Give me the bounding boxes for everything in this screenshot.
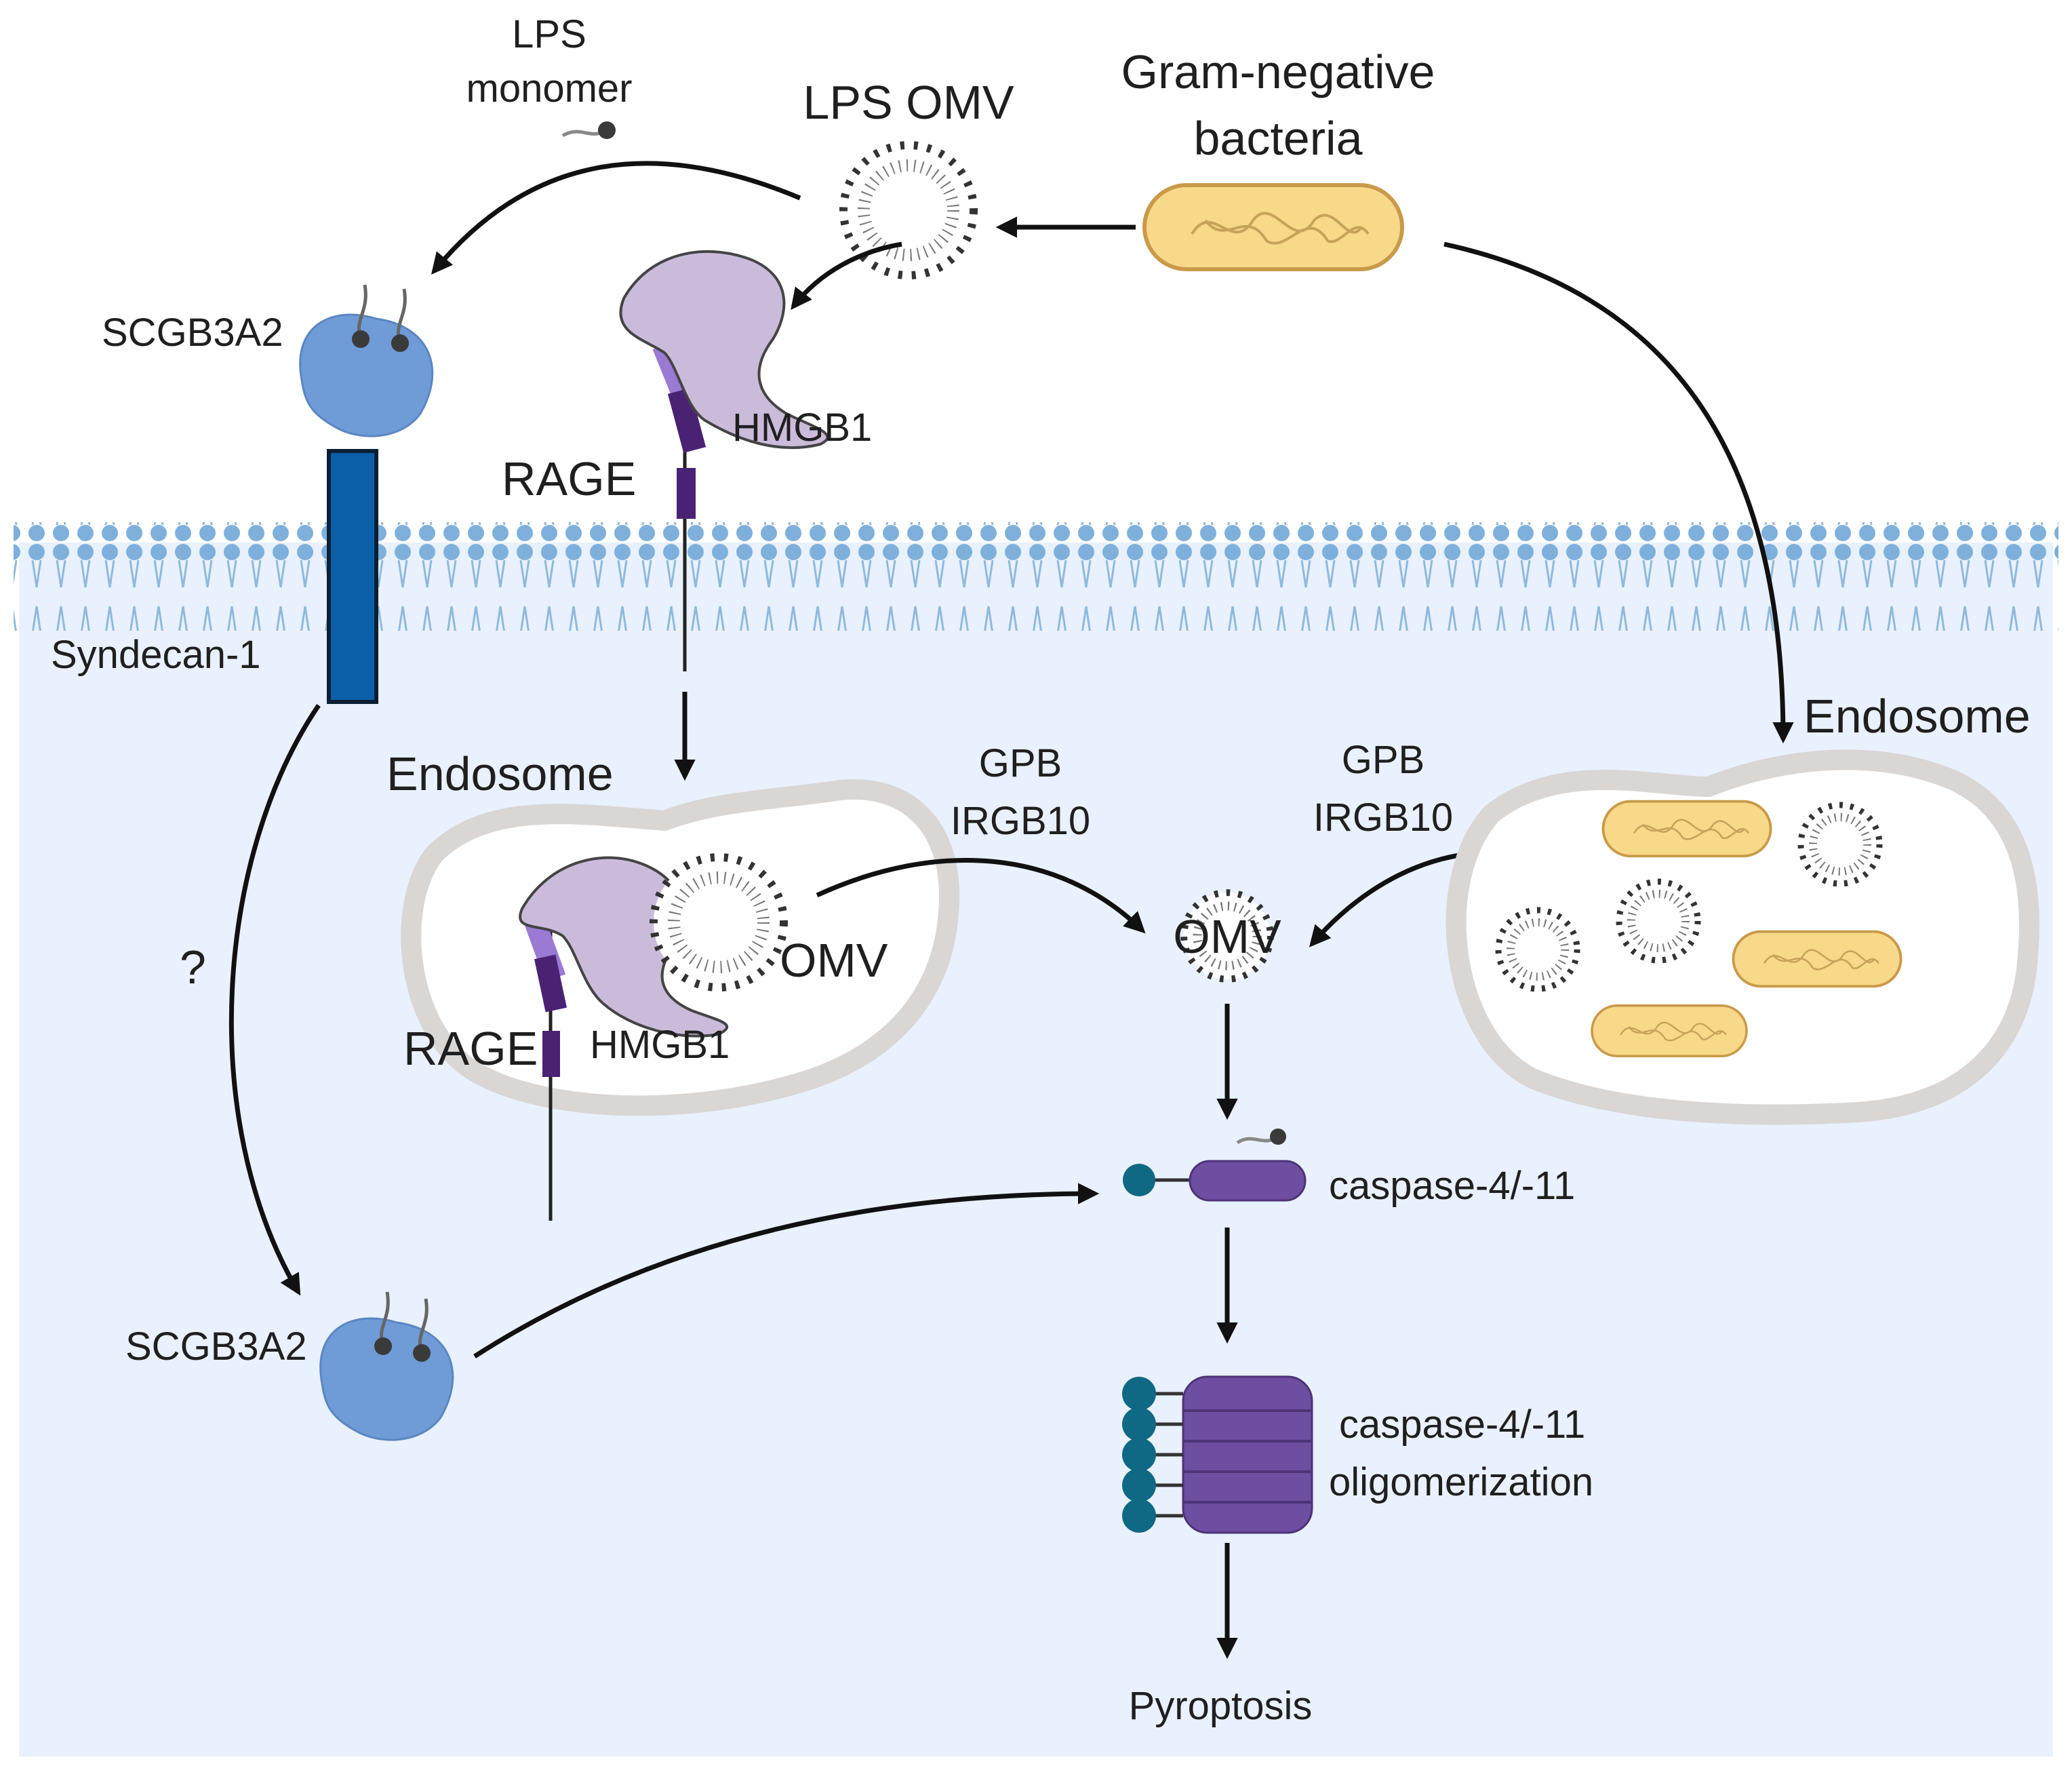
hmgb1-top-protein — [619, 250, 829, 450]
oligomer-label-line2: oligomerization — [1329, 1460, 1593, 1504]
gpb-left-label-line1: GPB — [979, 741, 1062, 785]
lps-monomer-label-line2: monomer — [466, 66, 633, 111]
omv-endosome-label: OMV — [780, 934, 888, 987]
question-mark: ? — [180, 941, 206, 994]
caspase-label: caspase-4/-11 — [1329, 1164, 1575, 1208]
endosome-omv-1 — [1801, 805, 1879, 884]
syndecan-1-protein — [327, 449, 378, 704]
hmgb1-top-label: HMGB1 — [732, 406, 872, 450]
gram-negative-label-line2: bacteria — [1193, 112, 1362, 165]
scgb3a2-top-protein — [299, 284, 434, 437]
arrow-endosome-omv-to-cytosol — [816, 857, 1146, 934]
omv-in-endosome — [654, 857, 784, 987]
rage-endosome-receptor — [521, 909, 567, 1221]
omv-center-label: OMV — [1173, 910, 1281, 963]
syndecan-1-label: Syndecan-1 — [51, 633, 261, 677]
endosome-right-label: Endosome — [1804, 690, 2031, 743]
hmgb1-endosome-label: HMGB1 — [590, 1023, 730, 1067]
lps-monomer-label-line1: LPS — [512, 12, 586, 56]
scgb3a2-bottom-protein — [319, 1291, 454, 1441]
endosome-bacterium-3 — [1591, 1004, 1748, 1057]
arrow-omv-to-scgb3a2 — [431, 161, 801, 275]
rage-top-label: RAGE — [502, 452, 636, 505]
arrow-omv-to-hmgb1 — [791, 241, 902, 310]
endosome-bacterium-2 — [1732, 930, 1902, 988]
gpb-right-label-line2: IRGB10 — [1313, 796, 1453, 840]
pyroptosis-label: Pyroptosis — [1129, 1684, 1313, 1728]
caspase-monomer — [1123, 1129, 1307, 1202]
gram-negative-label-line1: Gram-negative — [1121, 45, 1435, 98]
scgb3a2-bottom-label: SCGB3A2 — [125, 1324, 307, 1369]
arrow-bacteria-to-endosome — [1443, 241, 1794, 744]
lps-omv-label: LPS OMV — [803, 76, 1014, 129]
endosome-omv-3 — [1498, 910, 1577, 989]
caspase-oligomer — [1122, 1375, 1313, 1534]
gpb-left-label-line2: IRGB10 — [951, 799, 1090, 843]
endosome-omv-2 — [1619, 882, 1698, 960]
oligomer-label-line1: caspase-4/-11 — [1339, 1402, 1585, 1447]
gram-negative-bacterium — [1144, 185, 1402, 269]
arrow-scgb3a2-to-caspase — [473, 1183, 1100, 1358]
endosome-bacterium-1 — [1601, 800, 1772, 858]
scgb3a2-top-label: SCGB3A2 — [102, 311, 283, 355]
lps-monomer-icon — [561, 121, 616, 139]
endosome-left-label: Endosome — [386, 747, 614, 800]
gpb-right-label-line1: GPB — [1342, 738, 1425, 782]
arrow-syndecan-to-scgb3a2 — [228, 704, 321, 1296]
cytoplasm — [19, 543, 2053, 1757]
extracellular-space — [0, 0, 2072, 543]
plasma-membrane — [14, 522, 2058, 631]
rage-endosome-label: RAGE — [403, 1022, 538, 1075]
